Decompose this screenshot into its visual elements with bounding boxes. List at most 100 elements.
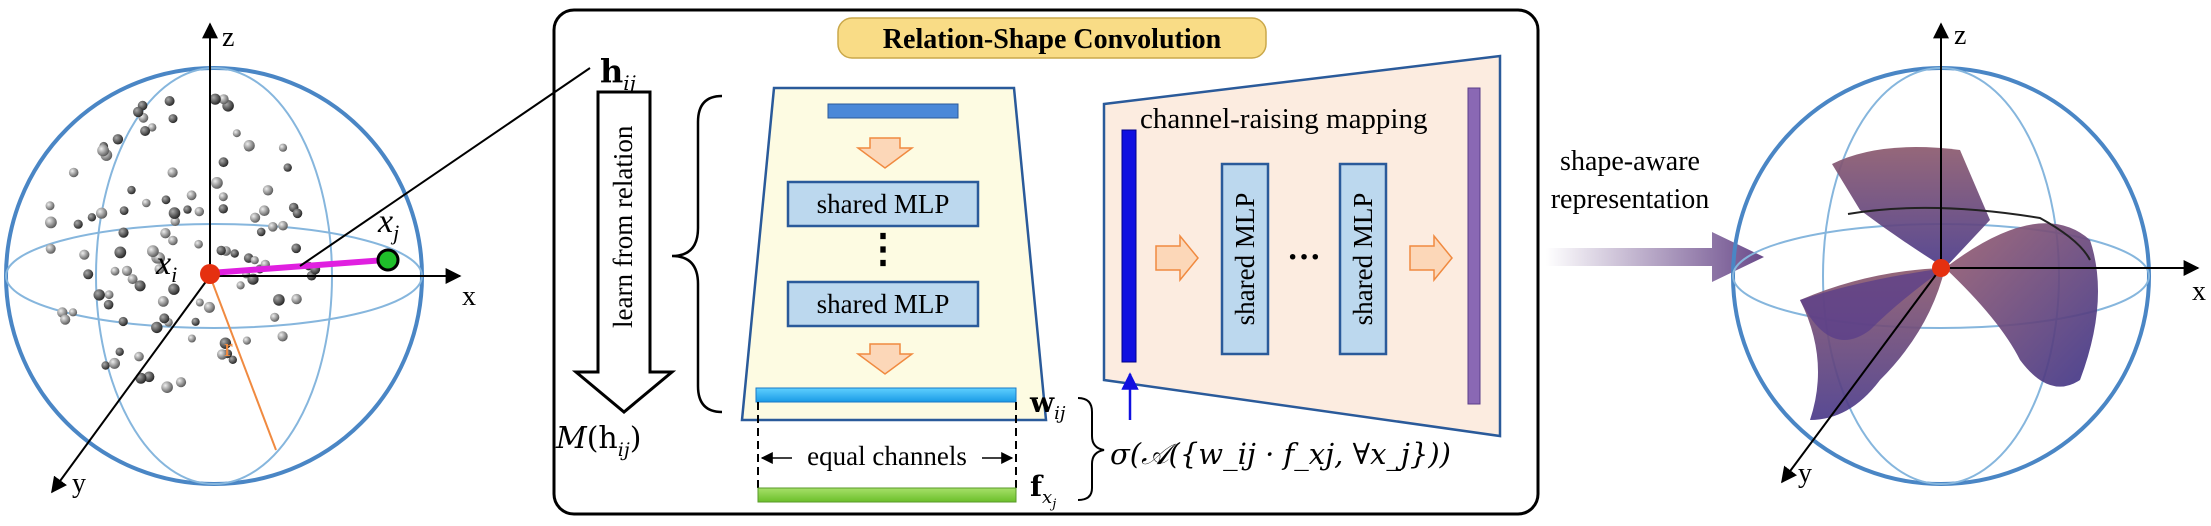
right-arrow-1	[1155, 233, 1199, 283]
right-sphere: z x y	[1731, 20, 2206, 489]
point-cloud-point	[262, 185, 274, 196]
point-cloud-point	[232, 129, 241, 138]
panel-title-bg	[837, 17, 1267, 59]
cr-output-bar	[1467, 87, 1481, 405]
relation-pointer-line	[299, 67, 591, 267]
point-cloud-point	[292, 208, 303, 219]
point-cloud-point	[211, 177, 223, 189]
point-cloud-point	[103, 299, 114, 310]
point-cloud-point	[161, 195, 171, 205]
cr-mlp-block-2	[1338, 162, 1388, 356]
point-cloud-point	[191, 317, 200, 326]
point-cloud-point	[96, 207, 108, 219]
point-cloud-point	[101, 361, 110, 370]
left-sphere: z x y r xi xj	[4, 22, 591, 499]
point-cloud-point	[134, 351, 144, 362]
point-cloud-point	[168, 207, 181, 219]
point-cloud-point	[161, 381, 173, 394]
right-z-label: z	[1954, 20, 1966, 51]
point-cloud-point	[109, 357, 120, 369]
relation-mlp-label-2: shared MLP	[817, 289, 950, 319]
point-cloud-point	[147, 245, 159, 258]
aggregation-formula: σ(𝒜({w_ij · f_xj, ∀x_j}))	[1110, 437, 1451, 472]
center-point-label: xi	[155, 245, 177, 287]
point-cloud-point	[194, 239, 203, 249]
left-z-label: z	[222, 22, 234, 53]
point-cloud-point	[219, 337, 232, 349]
cr-mlp-dots: ···	[1287, 239, 1321, 276]
left-x-label: x	[462, 281, 476, 312]
point-cloud-point	[140, 126, 151, 136]
point-cloud-point	[218, 94, 229, 105]
point-cloud-point	[160, 228, 171, 239]
point-cloud-point	[256, 227, 266, 237]
cr-input-bar	[1121, 129, 1137, 363]
point-cloud-point	[278, 220, 288, 231]
point-cloud-point	[277, 331, 288, 342]
neighbor-point-label: xj	[377, 203, 399, 245]
right-center-point	[1932, 259, 1950, 277]
channel-raising-label: channel-raising mapping	[1140, 103, 1428, 135]
point-cloud-point	[118, 227, 129, 238]
relation-line	[209, 257, 387, 276]
point-cloud-point	[112, 134, 124, 145]
point-cloud-point	[118, 316, 128, 327]
point-cloud-point	[168, 235, 178, 246]
point-cloud-point	[168, 114, 178, 124]
point-cloud-point	[157, 296, 169, 307]
point-cloud-point	[228, 355, 237, 364]
point-cloud-point	[278, 143, 288, 152]
features-label: fxj	[1030, 470, 1056, 512]
point-cloud-point	[114, 246, 127, 259]
relation-mlp-block-1	[786, 180, 980, 228]
neighbor-point	[376, 248, 400, 272]
relation-mlp-label-1: shared MLP	[817, 189, 950, 219]
point-cloud-point	[83, 269, 94, 280]
point-cloud-point	[186, 190, 197, 201]
left-y-label: y	[72, 468, 86, 499]
point-cloud-point	[218, 204, 228, 214]
point-cloud-point	[167, 167, 178, 178]
point-cloud-point	[127, 185, 136, 195]
point-cloud-point	[243, 140, 255, 152]
point-cloud-point	[209, 93, 221, 105]
point-cloud-point	[127, 274, 138, 285]
point-cloud-point	[187, 334, 196, 343]
point-cloud	[45, 93, 321, 394]
shape-surface	[1800, 147, 2098, 420]
input-relation-bar	[827, 103, 959, 119]
point-cloud-point	[93, 289, 105, 301]
relation-mlp-dots: ⋮	[863, 226, 903, 271]
point-cloud-point	[143, 371, 155, 383]
point-cloud-point	[159, 313, 170, 324]
radius-line	[209, 275, 277, 451]
panel-title: Relation-Shape Convolution	[883, 24, 1222, 55]
right-y-label: y	[1798, 458, 1812, 489]
point-cloud-point	[217, 349, 228, 360]
point-cloud-point	[133, 106, 144, 118]
relation-mlp-block-2	[786, 280, 980, 328]
point-cloud-point	[175, 377, 187, 388]
channel-raising-region	[1102, 54, 1502, 438]
point-cloud-point	[104, 290, 114, 300]
point-cloud-point	[45, 243, 56, 254]
point-cloud-point	[151, 321, 163, 334]
mapping-label: M(hij)	[555, 421, 641, 461]
right-y-axis	[1781, 267, 1942, 484]
right-x-label: x	[2192, 276, 2206, 307]
right-arrow-2	[1409, 233, 1453, 283]
rs-conv-panel: Relation-Shape Convolution shared MLP ⋮ …	[552, 8, 1540, 516]
cr-mlp-block-1	[1220, 162, 1270, 356]
equal-channels-label: equal channels	[807, 441, 967, 471]
point-cloud-point	[134, 280, 146, 292]
shape-aware-line2: representation	[1551, 184, 1710, 215]
weights-label: wij	[1029, 386, 1066, 424]
point-cloud-point	[291, 243, 302, 254]
small-brace	[1077, 397, 1105, 501]
point-cloud-point	[168, 283, 180, 295]
shape-aware-line1: shape-aware	[1560, 146, 1700, 177]
point-cloud-point	[142, 198, 151, 208]
point-cloud-point	[259, 205, 270, 216]
relation-mlp-region	[740, 86, 1048, 422]
point-cloud-point	[203, 301, 215, 313]
